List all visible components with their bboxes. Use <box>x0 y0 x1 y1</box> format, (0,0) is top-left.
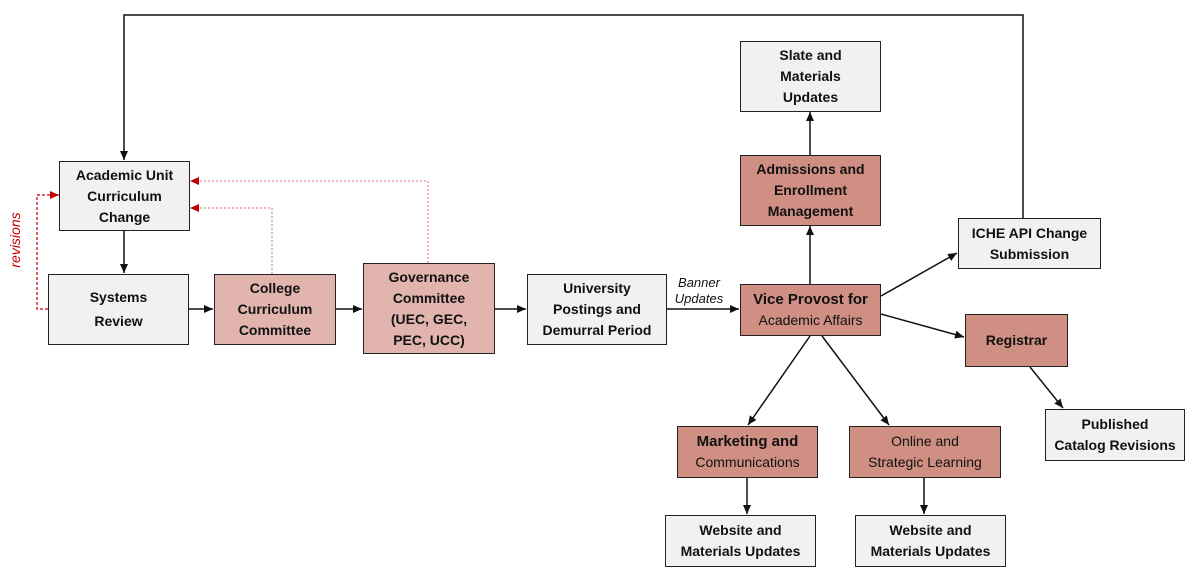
arrow-revisions <box>36 191 59 310</box>
node-line: Review <box>94 313 143 329</box>
node-line: Published <box>1081 416 1149 432</box>
node-line: Materials Updates <box>680 543 801 559</box>
node-line: Curriculum <box>237 301 313 317</box>
node-line: Communications <box>695 454 800 470</box>
node-line: Governance <box>388 268 470 285</box>
node-line: College <box>249 280 301 296</box>
node-line: Enrollment <box>773 182 848 198</box>
node-line: Committee <box>392 289 466 306</box>
node-line: Slate and <box>779 47 842 63</box>
node-systems-review: Systems Review <box>48 274 189 345</box>
node-governance-committee: Governance Committee (UEC, GEC, PEC, UCC… <box>363 263 495 354</box>
edge-label-banner-updates: Banner Updates <box>666 275 732 307</box>
node-published-catalog-revisions: Published Catalog Revisions <box>1045 409 1185 461</box>
node-line: Postings and <box>553 301 641 317</box>
arrow-governance-feedback <box>190 177 429 263</box>
arrow-vpaa-to-online <box>821 335 890 426</box>
node-line: Committee <box>238 322 312 338</box>
arrow-registrar-to-published <box>1029 366 1064 409</box>
node-registrar: Registrar <box>965 314 1068 367</box>
node-line: ICHE API Change <box>971 224 1088 241</box>
node-line: Updates <box>782 89 839 105</box>
edge-label-line: Banner <box>678 275 720 290</box>
node-line: Website and <box>699 522 782 538</box>
node-admissions-enrollment-management: Admissions and Enrollment Management <box>740 155 881 226</box>
node-website-materials-updates-1: Website and Materials Updates <box>665 515 816 567</box>
node-line: Systems <box>89 289 148 305</box>
arrow-vpaa-to-iche <box>880 252 958 297</box>
node-line: Change <box>98 208 151 225</box>
node-line: University <box>563 280 631 296</box>
node-line: (UEC, GEC, <box>390 310 468 327</box>
node-line: Online and <box>891 433 959 449</box>
node-line: Academic Affairs <box>758 312 863 328</box>
node-line: Submission <box>989 245 1070 262</box>
node-line: Curriculum <box>87 187 162 204</box>
node-line: Materials <box>780 68 841 84</box>
node-line: Vice Provost for <box>753 291 868 308</box>
node-line: Catalog Revisions <box>1054 437 1176 453</box>
node-marketing-communications: Marketing and Communications <box>677 426 818 478</box>
node-line: PEC, UCC) <box>393 331 465 348</box>
node-iche-api-change-submission: ICHE API Change Submission <box>958 218 1101 269</box>
node-line: Registrar <box>985 332 1048 348</box>
edge-label-revisions: revisions <box>7 212 23 268</box>
arrow-vpaa-to-marketing <box>747 335 811 426</box>
arrow-vpaa-to-registrar <box>880 313 965 339</box>
node-online-strategic-learning: Online and Strategic Learning <box>849 426 1001 478</box>
node-line: Admissions and <box>756 161 865 177</box>
node-line: Academic Unit <box>75 166 174 183</box>
arrow-college-feedback <box>190 204 273 274</box>
arrow-iche-to-academic <box>120 14 1024 218</box>
node-line: Materials Updates <box>870 543 991 559</box>
edge-label-line: Updates <box>674 291 724 306</box>
node-line: Strategic Learning <box>868 454 982 470</box>
node-academic-unit-curriculum-change: Academic Unit Curriculum Change <box>59 161 190 231</box>
node-line: Marketing and <box>696 433 799 450</box>
node-line: Management <box>767 203 854 219</box>
node-vice-provost-academic-affairs: Vice Provost for Academic Affairs <box>740 284 881 336</box>
node-university-postings-demurral: University Postings and Demurral Period <box>527 274 667 345</box>
node-slate-materials-updates: Slate and Materials Updates <box>740 41 881 112</box>
node-website-materials-updates-2: Website and Materials Updates <box>855 515 1006 567</box>
node-line: Demurral Period <box>542 322 652 338</box>
node-line: Website and <box>889 522 972 538</box>
node-college-curriculum-committee: College Curriculum Committee <box>214 274 336 345</box>
